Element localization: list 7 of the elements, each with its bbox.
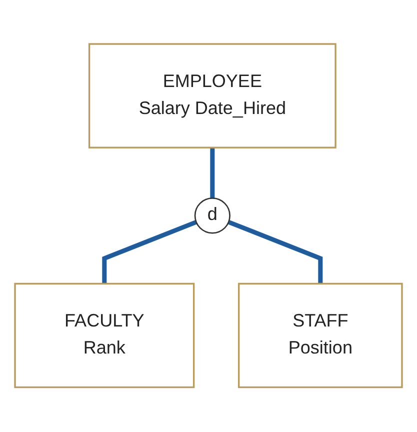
node-box: FACULTY Rank — [14, 283, 195, 388]
connector — [228, 220, 323, 284]
connector — [102, 220, 198, 284]
node-circle: d — [194, 198, 230, 234]
node-box: STAFF Position — [238, 283, 403, 388]
connector — [210, 148, 215, 199]
node-box: EMPLOYEE Salary Date_Hired — [88, 44, 336, 149]
